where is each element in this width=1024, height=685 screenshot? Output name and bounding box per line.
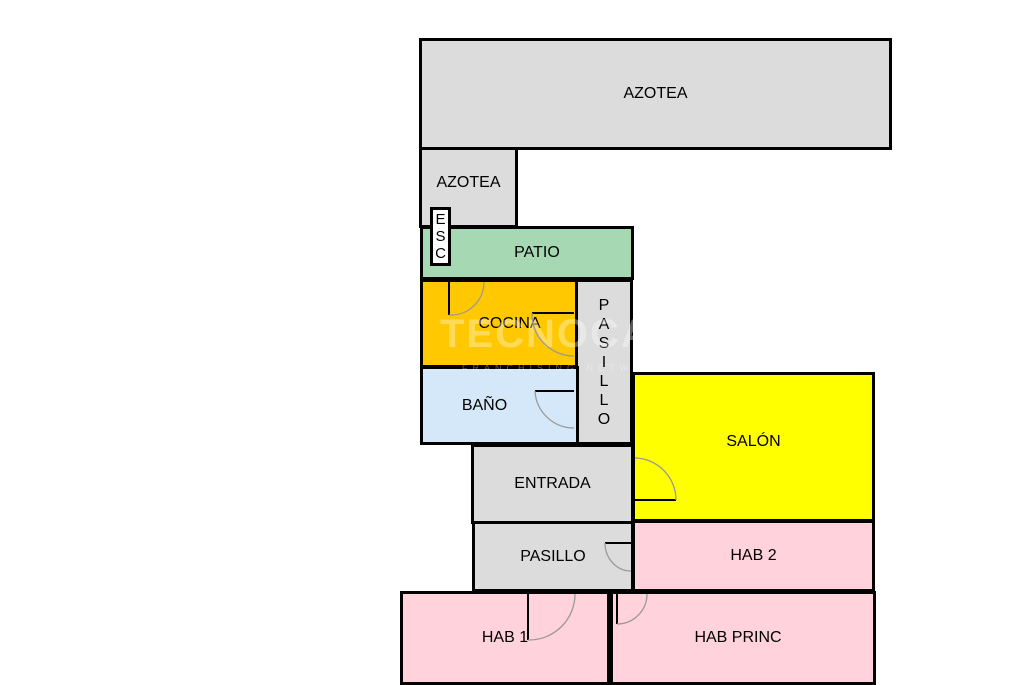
room-label: PASILLO [520, 547, 586, 565]
room-label: ENTRADA [514, 475, 591, 492]
room-label: BAÑO [461, 396, 508, 414]
room-cocina: COCINA [420, 279, 579, 368]
room-bano: BAÑO [420, 366, 579, 445]
letter: A [598, 315, 610, 333]
letter: C [435, 245, 446, 262]
letter: I [601, 353, 607, 371]
room-label: COCINA [478, 314, 541, 332]
room-salon: SALÓN [632, 372, 875, 522]
room-label: AZOTEA [623, 85, 688, 102]
letter: E [435, 211, 446, 228]
letter: L [599, 391, 609, 409]
room-label: PATIO [514, 244, 560, 261]
room-hab-princ: HAB PRINC [610, 591, 876, 685]
room-azotea-top: AZOTEA [419, 38, 892, 150]
room-entrada: ENTRADA [471, 444, 634, 524]
stairs-esc: E S C [430, 207, 451, 266]
room-patio: PATIO [420, 226, 634, 280]
letter: L [599, 372, 609, 390]
room-label: SALÓN [726, 433, 781, 450]
room-hab1: HAB 1 [400, 591, 610, 685]
room-pasillo: PASILLO [472, 521, 634, 592]
room-label: HAB PRINC [694, 629, 782, 646]
room-label: AZOTEA [436, 173, 501, 191]
room-label: HAB 1 [481, 629, 529, 646]
room-pasillo-vertical: P A S I L L O [575, 279, 633, 445]
letter: S [598, 334, 610, 352]
room-hab2: HAB 2 [632, 520, 875, 592]
letter: S [435, 228, 446, 245]
letter: P [598, 296, 610, 314]
room-label: HAB 2 [730, 547, 777, 564]
letter: O [597, 410, 611, 428]
